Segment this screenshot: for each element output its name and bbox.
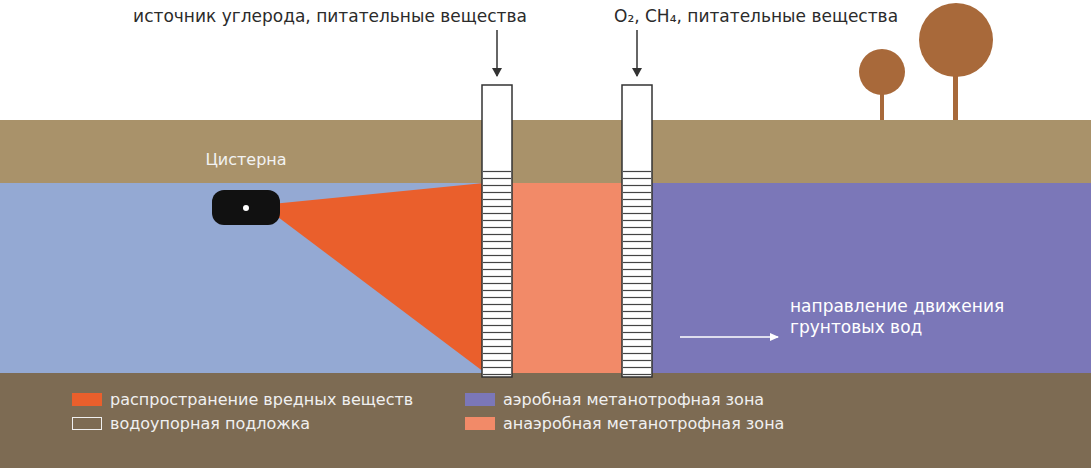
injection-well: [622, 85, 652, 377]
impermeable-base: [0, 373, 1091, 468]
tank-outlet: [243, 205, 249, 211]
legend-text: водоупорная подложка: [110, 414, 310, 434]
flow-arrow: [680, 336, 778, 338]
tree-crown: [859, 49, 905, 95]
legend-swatch: [465, 417, 495, 430]
tank-label: Цистерна: [205, 150, 286, 170]
legend-text: распространение вредных веществ: [110, 390, 413, 410]
tree-crown: [919, 3, 993, 77]
legend-text: аэробная метанотрофная зона: [503, 390, 764, 410]
legend-swatch: [465, 393, 495, 406]
injection-well: [482, 85, 512, 377]
annotation-label: O₂, CH₄, питательные вещества: [614, 6, 898, 27]
anaerobic-zone: [510, 183, 624, 374]
tank-node: Цистерна: [212, 190, 280, 225]
well-screen: [483, 166, 511, 376]
annotation-label: направление движения грунтовых вод: [790, 296, 1020, 339]
legend-text: анаэробная метанотрофная зона: [503, 414, 784, 434]
input-arrow: [636, 30, 638, 76]
legend-swatch: [72, 393, 102, 406]
aerobic-zone: [652, 183, 1091, 374]
well-screen: [623, 166, 651, 376]
contaminant-plume: [262, 183, 484, 372]
soil-layer: [0, 120, 1091, 184]
groundwater: [0, 183, 500, 374]
annotation-label: источник углерода, питательные вещества: [133, 6, 527, 27]
input-arrow: [496, 30, 498, 76]
legend-swatch: [72, 417, 102, 430]
